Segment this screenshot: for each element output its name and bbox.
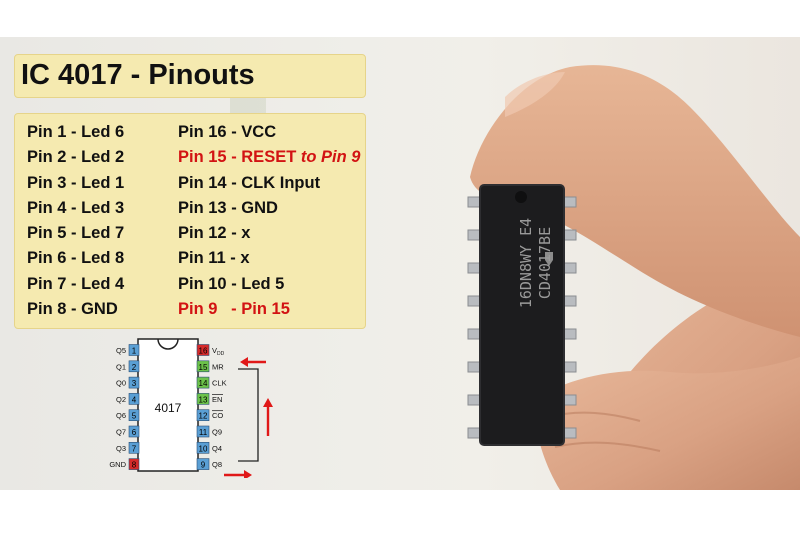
pin-item: Pin 14 - CLK Input <box>178 173 321 192</box>
schematic-pin-label: CLK <box>212 379 227 388</box>
pin-item: Pin 11 - x <box>178 249 250 268</box>
schematic-pin-box <box>196 344 210 356</box>
schematic-pin-label: CO <box>212 411 223 420</box>
pin-item-9: Pin 9 - Pin 15 <box>178 300 290 319</box>
schematic-pin-label: Q5 <box>116 346 126 355</box>
schematic-pin-box <box>196 458 210 470</box>
schematic-pin-number: 12 <box>199 412 208 421</box>
schematic-notch <box>157 338 179 350</box>
schematic-pin-label: GND <box>109 460 126 469</box>
schematic-pin-box <box>128 393 140 405</box>
arrow-up-head <box>263 398 273 407</box>
schematic-pin-number: 3 <box>132 379 137 388</box>
pin-item: Pin 8 - GND <box>27 300 118 319</box>
pin-item: Pin 12 - x <box>178 224 251 243</box>
title-box: IC 4017 - Pinouts <box>14 54 366 98</box>
schematic-pin-label: Q9 <box>212 428 222 437</box>
pin-item: Pin 3 - Led 1 <box>27 173 125 192</box>
schematic-pin-label: Q3 <box>116 444 126 453</box>
schematic-pin-box <box>196 393 210 405</box>
schematic-pin-box <box>196 360 210 373</box>
schematic-pin-number: 16 <box>199 347 208 356</box>
schematic-pin-box <box>128 442 140 454</box>
schematic-left-pins: 1 Q5 2 Q1 3 Q0 4 Q2 5 Q6 6 Q7 7 Q3 8 GND <box>109 344 140 470</box>
schematic-right-pins: 16 VDD 15 MR 14 CLK 13 EN 12 CO 11 Q9 10 Q4 9 Q8 <box>196 344 227 470</box>
pin-item: Pin 10 - Led 5 <box>178 274 285 293</box>
schematic-pin-box <box>128 344 140 356</box>
schematic-pin-label: Q6 <box>116 411 126 420</box>
chip-marking-line2: CD4017BE <box>536 226 554 300</box>
schematic-pin-box <box>128 409 140 421</box>
arrow-q8-head <box>244 470 252 480</box>
pin-item: Pin 1 - Led 6 <box>27 123 125 141</box>
schematic-pin-box <box>128 376 140 389</box>
pin-item: Pin 13 - GND <box>178 198 278 217</box>
schematic-pin-number: 5 <box>132 412 137 421</box>
pin-reset-italic: to Pin 9 <box>300 148 361 167</box>
pin-item: Pin 7 - Led 4 <box>27 274 125 293</box>
schematic-pin-box <box>128 425 140 438</box>
schematic-pin-box <box>128 360 140 373</box>
schematic-pin-number: 7 <box>132 444 137 453</box>
pin-list-left: Pin 1 - Led 6 Pin 2 - Led 2 Pin 3 - Led … <box>27 120 124 322</box>
schematic-pin-label: Q1 <box>116 362 126 371</box>
pin-reset-main: Pin 15 - RESET <box>178 148 301 167</box>
schematic-pin-label: Q2 <box>116 395 126 404</box>
schematic-pin-number: 14 <box>199 379 208 388</box>
schematic-pin-box <box>196 442 210 454</box>
pin-list-right: Pin 16 - VCC Pin 15 - RESET to Pin 9 Pin… <box>178 120 360 322</box>
red-arrows <box>224 357 273 480</box>
schematic-pin-number: 13 <box>199 395 208 404</box>
pin-item: Pin 16 - VCC <box>178 123 277 141</box>
schematic-pin-number: 4 <box>132 395 137 404</box>
schematic-pin-number: 10 <box>199 444 208 453</box>
page-title: IC 4017 - Pinouts <box>21 59 255 91</box>
schematic-pin-label: Q8 <box>212 460 222 469</box>
schematic-pin-number: 6 <box>132 428 137 437</box>
schematic-pin-box <box>196 409 210 421</box>
schematic-chip-label: 4017 <box>155 401 182 415</box>
schematic-pin-number: 2 <box>132 363 137 372</box>
arrow-vdd-head <box>240 357 248 367</box>
schematic-pin-number: 9 <box>201 461 206 470</box>
pinout-schematic: 4017 1 Q5 2 Q1 3 Q0 4 Q2 5 Q6 6 Q7 7 Q3 8 GND 16 VDD 15 MR… <box>100 338 300 483</box>
schematic-pin-label: Q4 <box>212 444 222 453</box>
schematic-pin-number: 15 <box>199 363 208 372</box>
chip-marking-line1: 16DN8WY E4 <box>517 217 535 309</box>
schematic-pin-box <box>196 376 210 389</box>
reset-wire <box>238 368 259 462</box>
schematic-pin-label: Q7 <box>116 428 126 437</box>
schematic-pin-label: EN <box>212 395 222 404</box>
pin-item: Pin 6 - Led 8 <box>27 249 125 268</box>
schematic-svg: 4017 1 Q5 2 Q1 3 Q0 4 Q2 5 Q6 6 Q7 7 Q3 8 GND 16 VDD 15 MR… <box>109 338 273 480</box>
schematic-chip-body <box>137 338 199 472</box>
pin-item-reset: Pin 15 - RESET to Pin 9 <box>178 145 360 170</box>
schematic-pin-box <box>196 425 210 438</box>
schematic-pin-label: VDD <box>212 346 225 357</box>
schematic-pin-label: Q0 <box>116 379 126 388</box>
chip-markings: 16DN8WY E4 CD4017BE <box>517 183 567 343</box>
pin-item: Pin 4 - Led 3 <box>27 198 125 217</box>
schematic-pin-box <box>128 458 140 470</box>
pin-item: Pin 5 - Led 7 <box>27 224 125 243</box>
schematic-pin-number: 11 <box>199 428 208 437</box>
pin-item: Pin 2 - Led 2 <box>27 148 125 167</box>
schematic-pin-label: MR <box>212 362 224 371</box>
pin-list-box: Pin 1 - Led 6 Pin 2 - Led 2 Pin 3 - Led … <box>14 113 366 329</box>
schematic-pin-number: 8 <box>132 461 137 470</box>
schematic-pin-number: 1 <box>132 347 137 356</box>
